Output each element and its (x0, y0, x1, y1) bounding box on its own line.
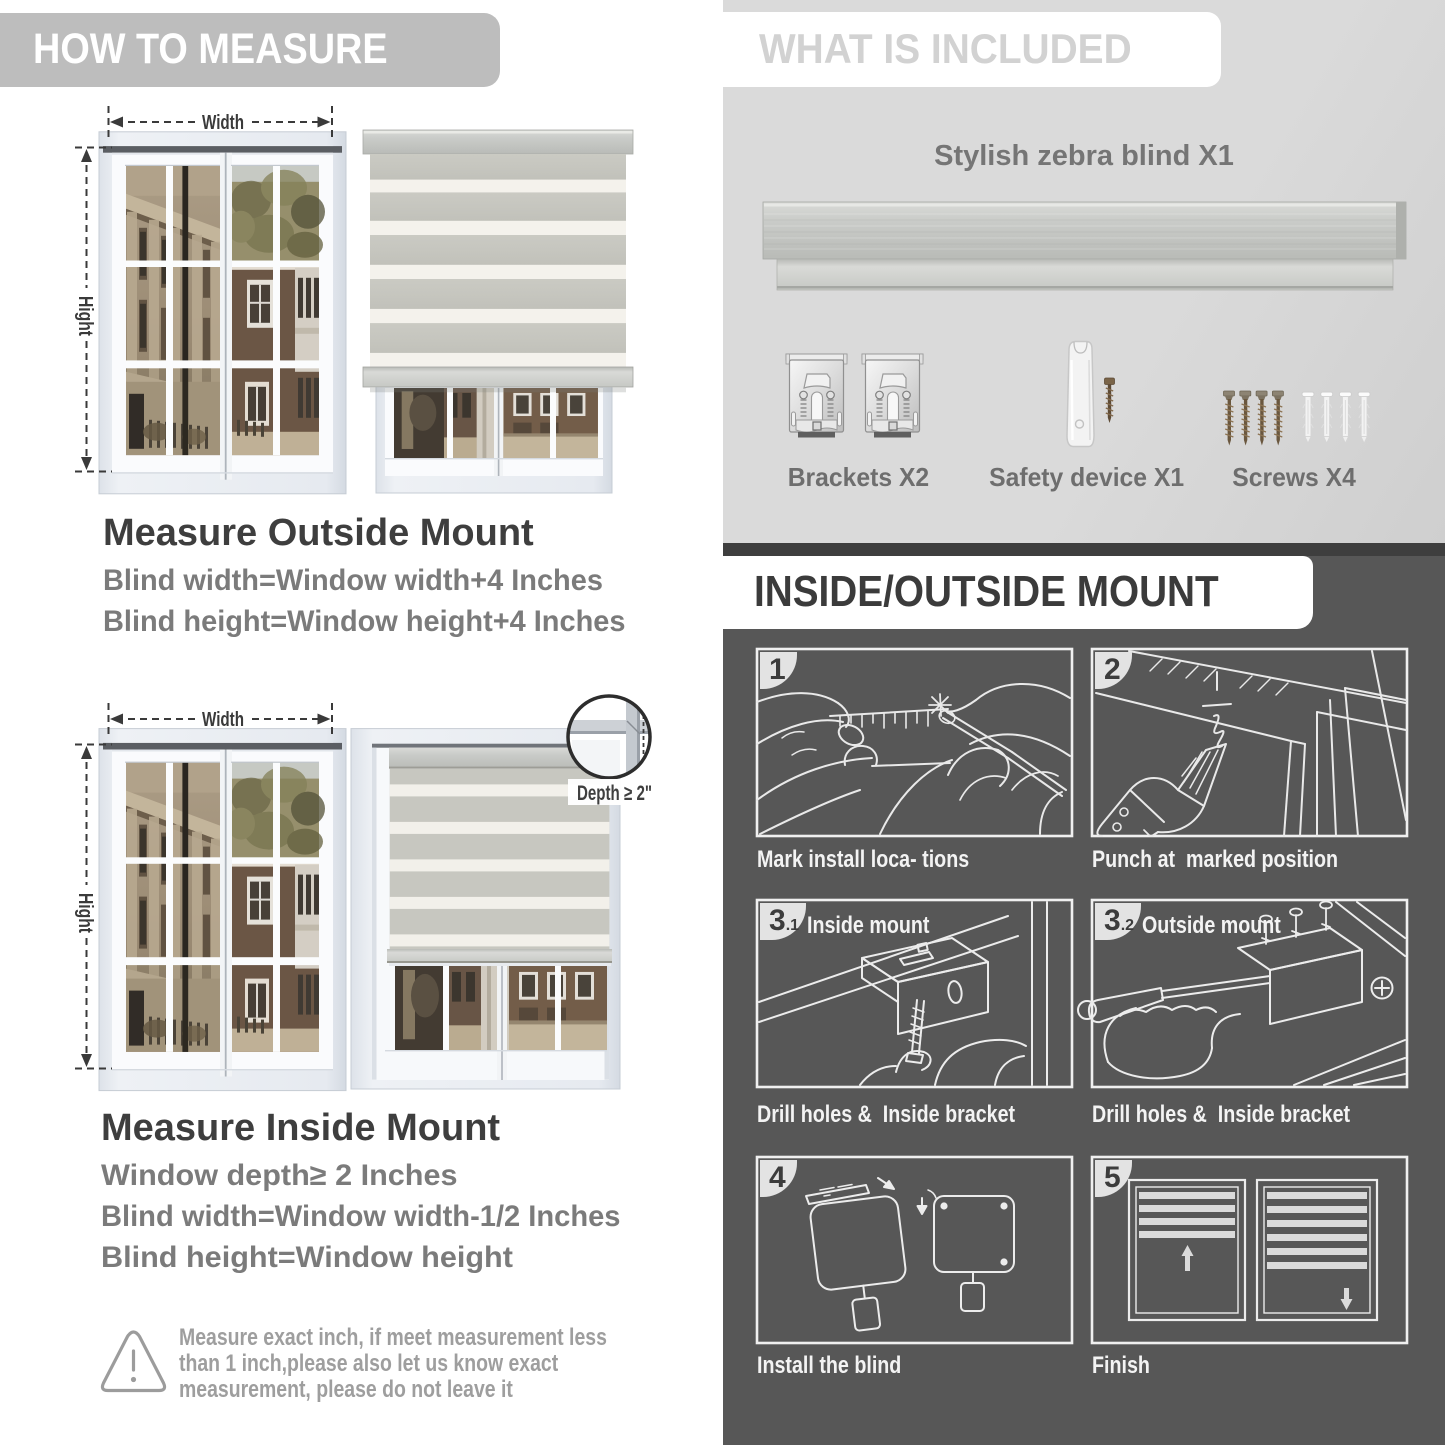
svg-text:Depth ≥ 2": Depth ≥ 2" (577, 782, 652, 805)
svg-text:Hight: Hight (74, 296, 96, 336)
svg-text:Width: Width (202, 709, 244, 731)
svg-text:Width: Width (202, 112, 244, 134)
svg-text:Hight: Hight (74, 893, 96, 933)
